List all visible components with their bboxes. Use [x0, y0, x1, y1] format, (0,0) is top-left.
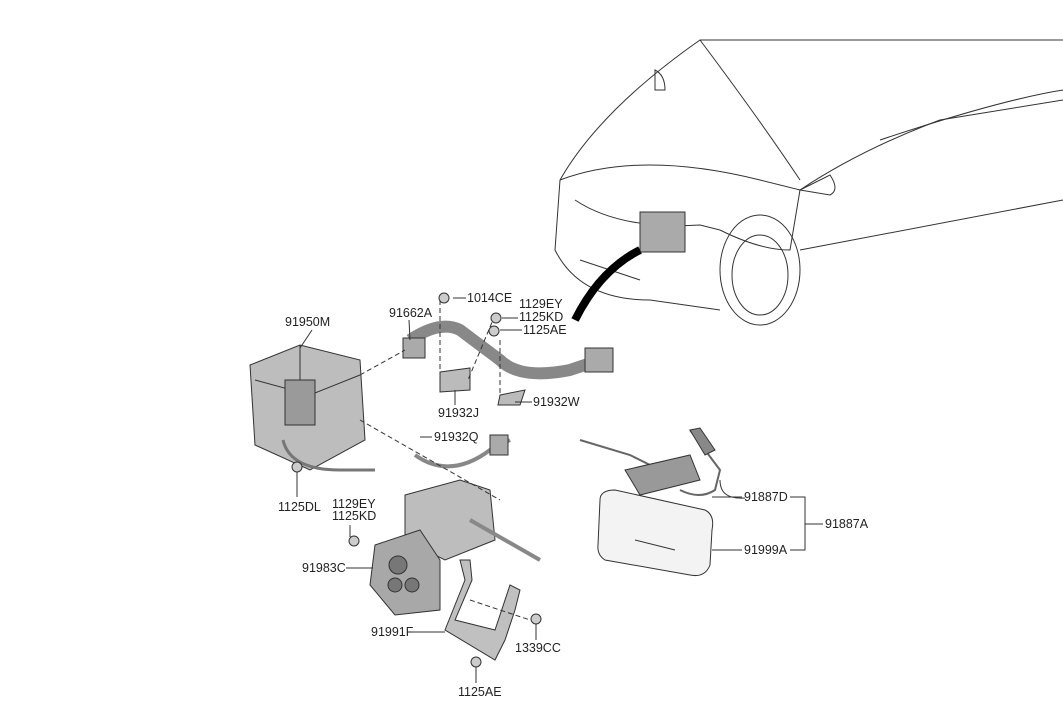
callout-1129ey-top[interactable]: 1129EY	[519, 297, 563, 311]
bracket-91991f	[444, 559, 521, 661]
callout-1125kd-mid[interactable]: 1125KD	[332, 509, 377, 523]
charging-inlet-91983c	[369, 434, 541, 616]
callout-91950m[interactable]: 91950M	[285, 315, 331, 329]
callout-1014ce[interactable]: 1014CE	[467, 291, 513, 305]
callout-1125kd-top[interactable]: 1125KD	[519, 310, 564, 324]
fastener-icons	[291, 292, 542, 668]
callout-91999a[interactable]: 91999A	[744, 543, 788, 557]
portable-charger-91887d	[579, 427, 746, 499]
callout-91991f[interactable]: 91991F	[371, 625, 414, 639]
callout-1339cc[interactable]: 1339CC	[515, 641, 561, 655]
callout-91932q[interactable]: 91932Q	[434, 430, 479, 444]
callout-1125ae-top[interactable]: 1125AE	[523, 323, 567, 337]
storage-bag-91999a	[597, 489, 714, 576]
obc-unit-91950m	[249, 344, 375, 472]
callout-91887a[interactable]: 91887A	[825, 517, 869, 531]
callout-1129ey-mid[interactable]: 1129EY	[332, 497, 376, 511]
callout-1125ae-bottom[interactable]: 1125AE	[458, 685, 502, 699]
callout-91983c[interactable]: 91983C	[302, 561, 346, 575]
leader-lines	[296, 297, 823, 683]
callout-91932j[interactable]: 91932J	[438, 406, 480, 420]
callout-91887d[interactable]: 91887D	[744, 490, 788, 504]
vehicle-illustration	[554, 39, 1063, 326]
callout-91932w[interactable]: 91932W	[533, 395, 580, 409]
callout-91662a[interactable]: 91662A	[389, 306, 433, 320]
charging-cable-91662a	[402, 320, 614, 406]
callout-1125dl[interactable]: 1125DL	[278, 500, 321, 514]
